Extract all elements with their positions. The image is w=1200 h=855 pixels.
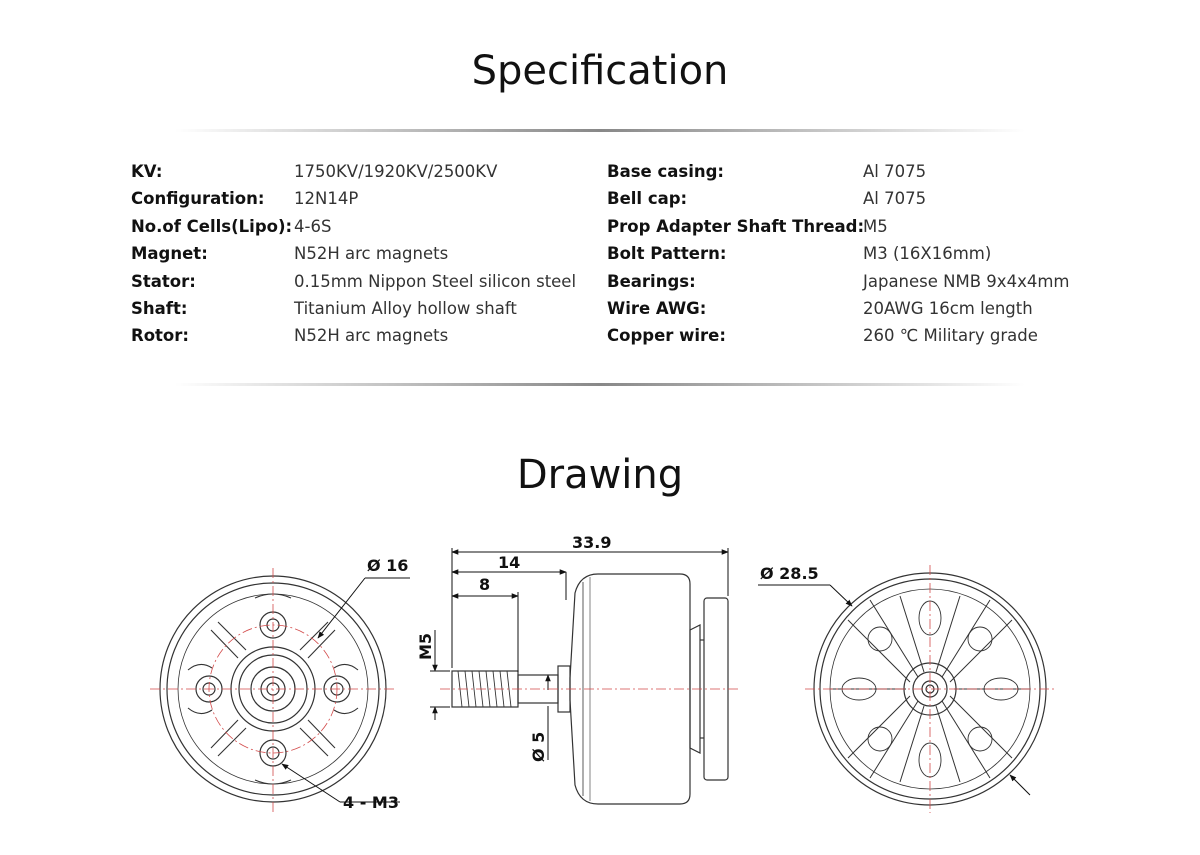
spec-row-cells: No.of Cells(Lipo):4-6S <box>131 213 601 240</box>
front-leaders <box>281 577 410 803</box>
spec-table-right: Base casing: Al 7075 Bell cap: Al 7075 Pro… <box>607 158 1087 350</box>
spec-value: 12N14P <box>294 189 359 209</box>
spec-table-left: KV: 1750KV/1920KV/2500KV Configuration: 12… <box>131 158 601 350</box>
spec-row-kv: KV: 1750KV/1920KV/2500KV <box>131 158 601 185</box>
front-bolt-label: 4 - M3 <box>343 793 399 812</box>
front-diameter-label: Ø 16 <box>367 556 408 575</box>
spec-label: Rotor: <box>131 326 189 346</box>
spec-label: Magnet: <box>131 244 208 264</box>
spec-value: N52H arc magnets <box>294 326 449 346</box>
spec-row-bolt-pattern: Bolt Pattern: M3 (16X16mm) <box>607 240 1087 267</box>
spec-value: 260 ℃ Military grade <box>863 326 1038 346</box>
side-view <box>430 548 740 805</box>
spec-label: Wire AWG: <box>607 298 707 318</box>
spec-row-magnet: Magnet: N52H arc magnets <box>131 240 601 267</box>
side-shaft-diameter-label: Ø 5 <box>529 732 548 762</box>
divider-top <box>175 129 1025 132</box>
side-overall-length-label: 33.9 <box>572 533 611 552</box>
spec-label: Copper wire: <box>607 326 726 346</box>
spec-label: Bell cap: <box>607 189 688 209</box>
spec-value: Al 7075 <box>863 162 927 181</box>
spec-label: Prop Adapter Shaft Thread: <box>607 216 865 236</box>
side-bell <box>569 573 691 805</box>
specification-title: Specification <box>471 48 729 94</box>
spec-value: 0.15mm Nippon Steel silicon steel <box>294 271 577 291</box>
spec-value: 20AWG 16cm length <box>863 298 1033 318</box>
spec-value: 1750KV/1920KV/2500KV <box>294 162 498 181</box>
spec-row-copper-wire: Copper wire: 260 ℃ Military grade <box>607 322 1087 349</box>
spec-label: Base casing: <box>607 162 725 181</box>
drawing-title: Drawing <box>516 452 684 498</box>
spec-row-bell-cap: Bell cap: Al 7075 <box>607 185 1087 212</box>
spec-value: N52H arc magnets <box>294 244 449 264</box>
spec-row-wire-awg: Wire AWG: 20AWG 16cm length <box>607 295 1087 322</box>
spec-row-bearings: Bearings: Japanese NMB 9x4x4mm <box>607 268 1087 295</box>
spec-label: Shaft: <box>131 298 188 318</box>
spec-row-shaft: Shaft: Titanium Alloy hollow shaft <box>131 295 601 322</box>
front-view <box>150 568 410 812</box>
side-thread-label: M5 <box>416 633 435 660</box>
spec-row-stator: Stator: 0.15mm Nippon Steel silicon steel <box>131 268 601 295</box>
front-centerlines <box>150 568 396 812</box>
side-dimensions <box>430 548 729 760</box>
spec-row-base-casing: Base casing: Al 7075 <box>607 158 1087 185</box>
spec-label: Stator: <box>131 271 196 291</box>
spec-value: 4-6S <box>294 216 332 236</box>
spec-label: Bolt Pattern: <box>607 244 727 264</box>
bottom-view <box>758 565 1055 813</box>
bottom-diameter-label: Ø 28.5 <box>760 564 819 583</box>
bottom-centerlines <box>805 565 1055 813</box>
spec-value: M5 <box>863 216 888 236</box>
bottom-hub <box>903 662 957 716</box>
spec-value: Titanium Alloy hollow shaft <box>294 298 517 318</box>
spec-value: Al 7075 <box>863 189 927 209</box>
spec-value: M3 (16X16mm) <box>863 244 992 264</box>
spec-label: KV: <box>131 162 163 181</box>
side-base <box>689 624 701 754</box>
bottom-leaders <box>758 584 1031 796</box>
divider-bottom <box>175 383 1025 386</box>
spec-row-prop-adapter: Prop Adapter Shaft Thread:M5 <box>607 213 1087 240</box>
side-length-8-label: 8 <box>479 575 490 594</box>
motor-drawing: Ø 16 4 - M3 <box>150 533 1055 813</box>
side-length-14-label: 14 <box>498 553 520 572</box>
spec-row-configuration: Configuration: 12N14P <box>131 185 601 212</box>
spec-label: Configuration: <box>131 189 265 209</box>
spec-label: Bearings: <box>607 271 696 291</box>
spec-label: No.of Cells(Lipo): <box>131 216 293 236</box>
spec-value: Japanese NMB 9x4x4mm <box>863 271 1070 291</box>
spec-row-rotor: Rotor: N52H arc magnets <box>131 322 601 349</box>
